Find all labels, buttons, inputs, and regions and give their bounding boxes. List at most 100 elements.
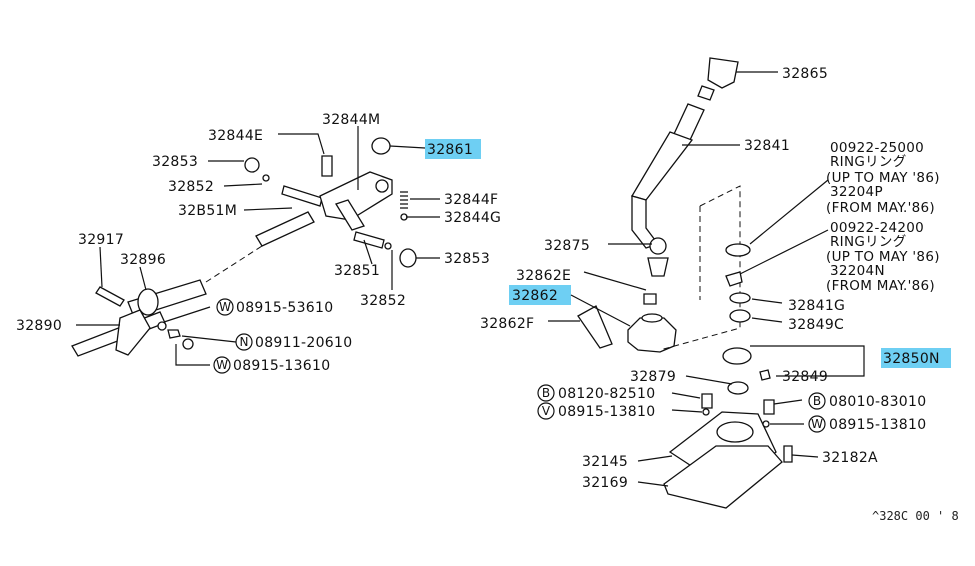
housing-boss bbox=[716, 421, 754, 443]
ball-32875 bbox=[649, 237, 667, 255]
ring-32204N bbox=[725, 271, 743, 287]
lever-32841 bbox=[631, 131, 694, 201]
boot-32862 bbox=[627, 317, 677, 353]
label-32145: 32145 bbox=[582, 454, 628, 470]
label-ring-2: RINGリング bbox=[830, 234, 907, 250]
label-32169: 32169 bbox=[582, 475, 628, 491]
pin-32917 bbox=[95, 286, 125, 307]
bolt-08120-82510 bbox=[701, 393, 713, 409]
highlight-32850N[interactable] bbox=[881, 348, 951, 368]
label-32865: 32865 bbox=[782, 66, 828, 82]
bolt-08010-83010 bbox=[763, 399, 775, 415]
label-32844G: 32844G bbox=[444, 210, 501, 226]
svg-text:W: W bbox=[219, 300, 231, 314]
svg-text:B: B bbox=[813, 394, 821, 408]
pin-32849 bbox=[759, 369, 771, 381]
circle-w2: W bbox=[213, 356, 231, 374]
label-up-to-may-2: (UP TO MAY '86) bbox=[826, 249, 940, 265]
washer-08915-13610 bbox=[182, 338, 194, 350]
svg-text:W: W bbox=[216, 358, 228, 372]
label-32862E: 32862E bbox=[516, 268, 571, 284]
centerline-1 bbox=[205, 245, 263, 283]
label-32841: 32841 bbox=[744, 138, 790, 154]
highlight-32862[interactable] bbox=[509, 285, 571, 305]
label-32862F: 32862F bbox=[480, 316, 534, 332]
label-08911-20610: 08911-20610 bbox=[255, 335, 352, 351]
washer-08915-13810-b bbox=[762, 420, 770, 428]
guide-dashed-1 bbox=[659, 185, 741, 351]
svg-text:W: W bbox=[811, 417, 823, 431]
label-32182A: 32182A bbox=[822, 450, 878, 466]
spring-32844F bbox=[400, 191, 408, 209]
lever-hole bbox=[375, 179, 389, 193]
label-32875: 32875 bbox=[544, 238, 590, 254]
bushing-32853-a bbox=[244, 157, 260, 173]
label-32879: 32879 bbox=[630, 369, 676, 385]
seat-32849C bbox=[729, 309, 751, 323]
seat-32862E bbox=[643, 293, 657, 305]
nut-08911-20610 bbox=[167, 329, 181, 339]
bush-32861 bbox=[371, 137, 391, 155]
svg-text:V: V bbox=[542, 404, 551, 418]
reference-code: ^328C 00 ' 8 bbox=[872, 509, 959, 523]
leaders-left bbox=[76, 126, 440, 366]
label-32204P: 32204P bbox=[830, 184, 883, 200]
label-32852-b: 32852 bbox=[360, 293, 406, 309]
washer-08915-53610 bbox=[157, 321, 167, 331]
label-ring-1: RINGリング bbox=[830, 154, 907, 170]
label-32850N[interactable]: 32850N bbox=[883, 351, 940, 367]
label-08010-83010: 08010-83010 bbox=[829, 394, 926, 410]
label-08915-53610: 08915-53610 bbox=[236, 300, 333, 316]
leaders-right bbox=[548, 71, 865, 487]
washer-08915-13810-a bbox=[702, 408, 710, 416]
label-32917: 32917 bbox=[78, 232, 124, 248]
spring-32879 bbox=[727, 381, 749, 395]
knob-32865 bbox=[707, 57, 739, 89]
shaft-32851M bbox=[281, 185, 323, 207]
washer-32841G bbox=[729, 292, 751, 304]
boot-top bbox=[641, 313, 663, 323]
label-32862[interactable]: 32862 bbox=[512, 288, 558, 304]
rod-segment bbox=[255, 211, 315, 247]
label-32851M: 32B51M bbox=[178, 203, 237, 219]
circle-w3: W bbox=[808, 415, 826, 433]
label-32849C: 32849C bbox=[788, 317, 844, 333]
label-32844F: 32844F bbox=[444, 192, 498, 208]
svg-text:B: B bbox=[542, 386, 550, 400]
gasket-32169 bbox=[663, 445, 783, 509]
label-08915-13810-b: 08915-13810 bbox=[829, 417, 926, 433]
highlight-32861[interactable] bbox=[425, 139, 481, 159]
circle-n1: N bbox=[235, 333, 253, 351]
lever-arm bbox=[335, 199, 365, 231]
label-32890: 32890 bbox=[16, 318, 62, 334]
label-up-to-may-1: (UP TO MAY '86) bbox=[826, 170, 940, 186]
bracket-32890 bbox=[115, 309, 151, 356]
spring-32849 bbox=[722, 347, 752, 365]
label-32844E: 32844E bbox=[208, 128, 263, 144]
label-32204N: 32204N bbox=[830, 263, 885, 279]
label-from-may-2: (FROM MAY.'86) bbox=[826, 278, 935, 294]
label-32853-b: 32853 bbox=[444, 251, 490, 267]
label-00922-25000: 00922-25000 bbox=[830, 140, 924, 156]
linkage-assembly bbox=[71, 137, 417, 357]
label-32844M: 32844M bbox=[322, 112, 380, 128]
circle-b1: B bbox=[537, 384, 555, 402]
label-08915-13610: 08915-13610 bbox=[233, 358, 330, 374]
svg-text:N: N bbox=[240, 335, 249, 349]
circle-b2: B bbox=[808, 392, 826, 410]
label-08915-13810-a: 08915-13810 bbox=[558, 404, 655, 420]
label-00922-24200: 00922-24200 bbox=[830, 220, 924, 236]
label-32861[interactable]: 32861 bbox=[427, 142, 473, 158]
label-08120-82510: 08120-82510 bbox=[558, 386, 655, 402]
bolt-32844E bbox=[321, 155, 333, 177]
circle-w1: W bbox=[216, 298, 234, 316]
collar-32896 bbox=[137, 288, 159, 316]
pin-32851 bbox=[353, 231, 385, 249]
shifter-assembly bbox=[577, 57, 793, 509]
bolt-32182A bbox=[783, 445, 793, 463]
label-32841G: 32841G bbox=[788, 298, 845, 314]
ring-32204P bbox=[725, 243, 751, 257]
bushing-32853-b bbox=[399, 248, 417, 268]
